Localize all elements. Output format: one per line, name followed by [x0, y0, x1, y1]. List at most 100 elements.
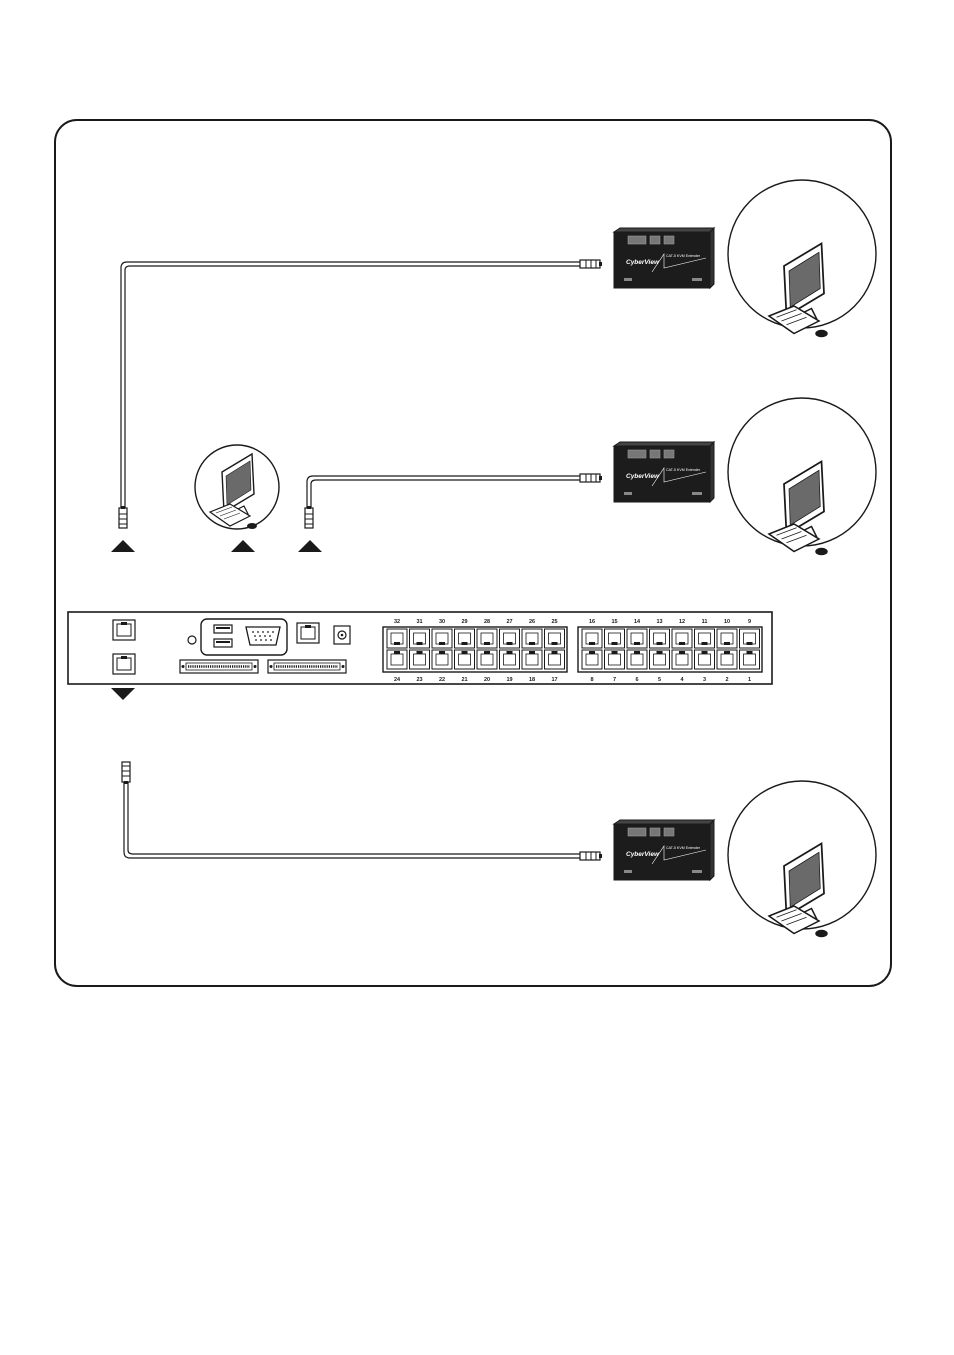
port-number-label: 17 — [551, 677, 557, 683]
port-number-label: 24 — [394, 677, 401, 683]
kvm-switch-panel: 32 24 31 23 30 22 29 21 28 20 27 19 26 18 2 5 17 16 8 15 7 14… — [68, 612, 772, 684]
rj45-port — [627, 629, 647, 648]
usb-port-icon — [650, 450, 660, 458]
rj45-port — [545, 650, 565, 669]
rj45-plug — [122, 762, 130, 784]
rj45-port — [522, 650, 542, 669]
remote-workstation-1 — [728, 180, 876, 337]
port-number-label: 3 — [703, 677, 706, 683]
port-number-label: 22 — [439, 677, 445, 683]
port-number-label: 26 — [529, 619, 535, 625]
rj45-port — [650, 629, 670, 648]
port-number-label: 9 — [748, 619, 751, 625]
usb-port-icon — [664, 236, 674, 244]
remote-workstation-2 — [728, 398, 876, 555]
port-number-label: 18 — [529, 677, 535, 683]
rj45-port — [545, 629, 565, 648]
vga-port-icon — [628, 828, 646, 836]
rj45-port — [432, 629, 452, 648]
port-number-label: 27 — [506, 619, 512, 625]
port-number-label: 29 — [461, 619, 467, 625]
vga-port-icon — [628, 236, 646, 244]
port-number-label: 23 — [416, 677, 422, 683]
port-number-label: 8 — [590, 677, 593, 683]
extender-brand-label: CyberView — [626, 473, 660, 480]
rj45-port — [582, 650, 602, 669]
rj45-plug — [119, 506, 127, 528]
port-number-label: 28 — [484, 619, 490, 625]
rj45-port — [672, 629, 692, 648]
port-number-label: 13 — [656, 619, 662, 625]
arrow-up-icon — [298, 540, 322, 552]
daisy-chain-port-2 — [268, 660, 346, 673]
rj45-port — [455, 650, 475, 669]
kvm-extender-module: CyberView CAT-5 KVM Extender — [614, 442, 714, 502]
cable-3 — [122, 762, 602, 860]
rj45-port — [410, 650, 430, 669]
rj45-port — [740, 650, 760, 669]
rj45-port — [717, 629, 737, 648]
port-number-label: 19 — [506, 677, 512, 683]
usb-port-icon — [650, 828, 660, 836]
port-number-label: 5 — [658, 677, 661, 683]
port-number-label: 7 — [613, 677, 616, 683]
extender-model-label: CAT-5 KVM Extender — [666, 846, 701, 850]
rj45-port — [650, 650, 670, 669]
arrow-down-icon — [111, 688, 135, 700]
local-console — [195, 445, 279, 529]
daisy-chain-port-1 — [180, 660, 258, 673]
port-number-label: 11 — [702, 619, 708, 625]
rj45-port — [717, 650, 737, 669]
usb-port-icon — [650, 236, 660, 244]
vga-port-icon — [628, 450, 646, 458]
rj45-port — [605, 629, 625, 648]
port-number-label: 15 — [611, 619, 617, 625]
port-number-label: 2 — [725, 677, 728, 683]
rj45-socket-top — [113, 620, 135, 640]
port-number-label: 20 — [484, 677, 490, 683]
rj45-port — [605, 650, 625, 669]
arrow-up-icon — [111, 540, 135, 552]
port-number-label: 21 — [461, 677, 467, 683]
port-number-label: 16 — [589, 619, 595, 625]
rj45-port — [432, 650, 452, 669]
kvm-extender-module: CyberView CAT-5 KVM Extender — [614, 820, 714, 880]
rj45-port — [410, 629, 430, 648]
rj45-port — [582, 629, 602, 648]
rj45-port — [387, 629, 407, 648]
cable-1 — [119, 260, 602, 528]
port-number-label: 30 — [439, 619, 445, 625]
port-number-label: 14 — [634, 619, 641, 625]
rj45-port — [455, 629, 475, 648]
port-number-label: 6 — [635, 677, 638, 683]
rj45-port — [522, 629, 542, 648]
usb-port-icon — [664, 450, 674, 458]
rj45-port — [695, 629, 715, 648]
port-number-label: 10 — [724, 619, 730, 625]
rj45-plug — [305, 506, 313, 528]
rj45-port — [387, 650, 407, 669]
usb-port-icon — [664, 828, 674, 836]
rj45-socket-console — [297, 623, 319, 643]
port-number-label: 12 — [679, 619, 685, 625]
remote-workstation-3 — [728, 781, 876, 937]
port-number-label: 31 — [416, 619, 422, 625]
rj45-port — [477, 650, 497, 669]
extender-model-label: CAT-5 KVM Extender — [666, 254, 701, 258]
rj45-port — [477, 629, 497, 648]
arrow-up-icon — [231, 540, 255, 552]
port-number-label: 32 — [394, 619, 400, 625]
rj45-port — [500, 629, 520, 648]
rj45-port — [627, 650, 647, 669]
extender-brand-label: CyberView — [626, 851, 660, 858]
rj45-port — [500, 650, 520, 669]
rj45-plug — [580, 852, 602, 860]
extender-model-label: CAT-5 KVM Extender — [666, 468, 701, 472]
rj45-port — [740, 629, 760, 648]
vga-port-icon — [246, 627, 280, 645]
rj45-plug — [580, 260, 602, 268]
